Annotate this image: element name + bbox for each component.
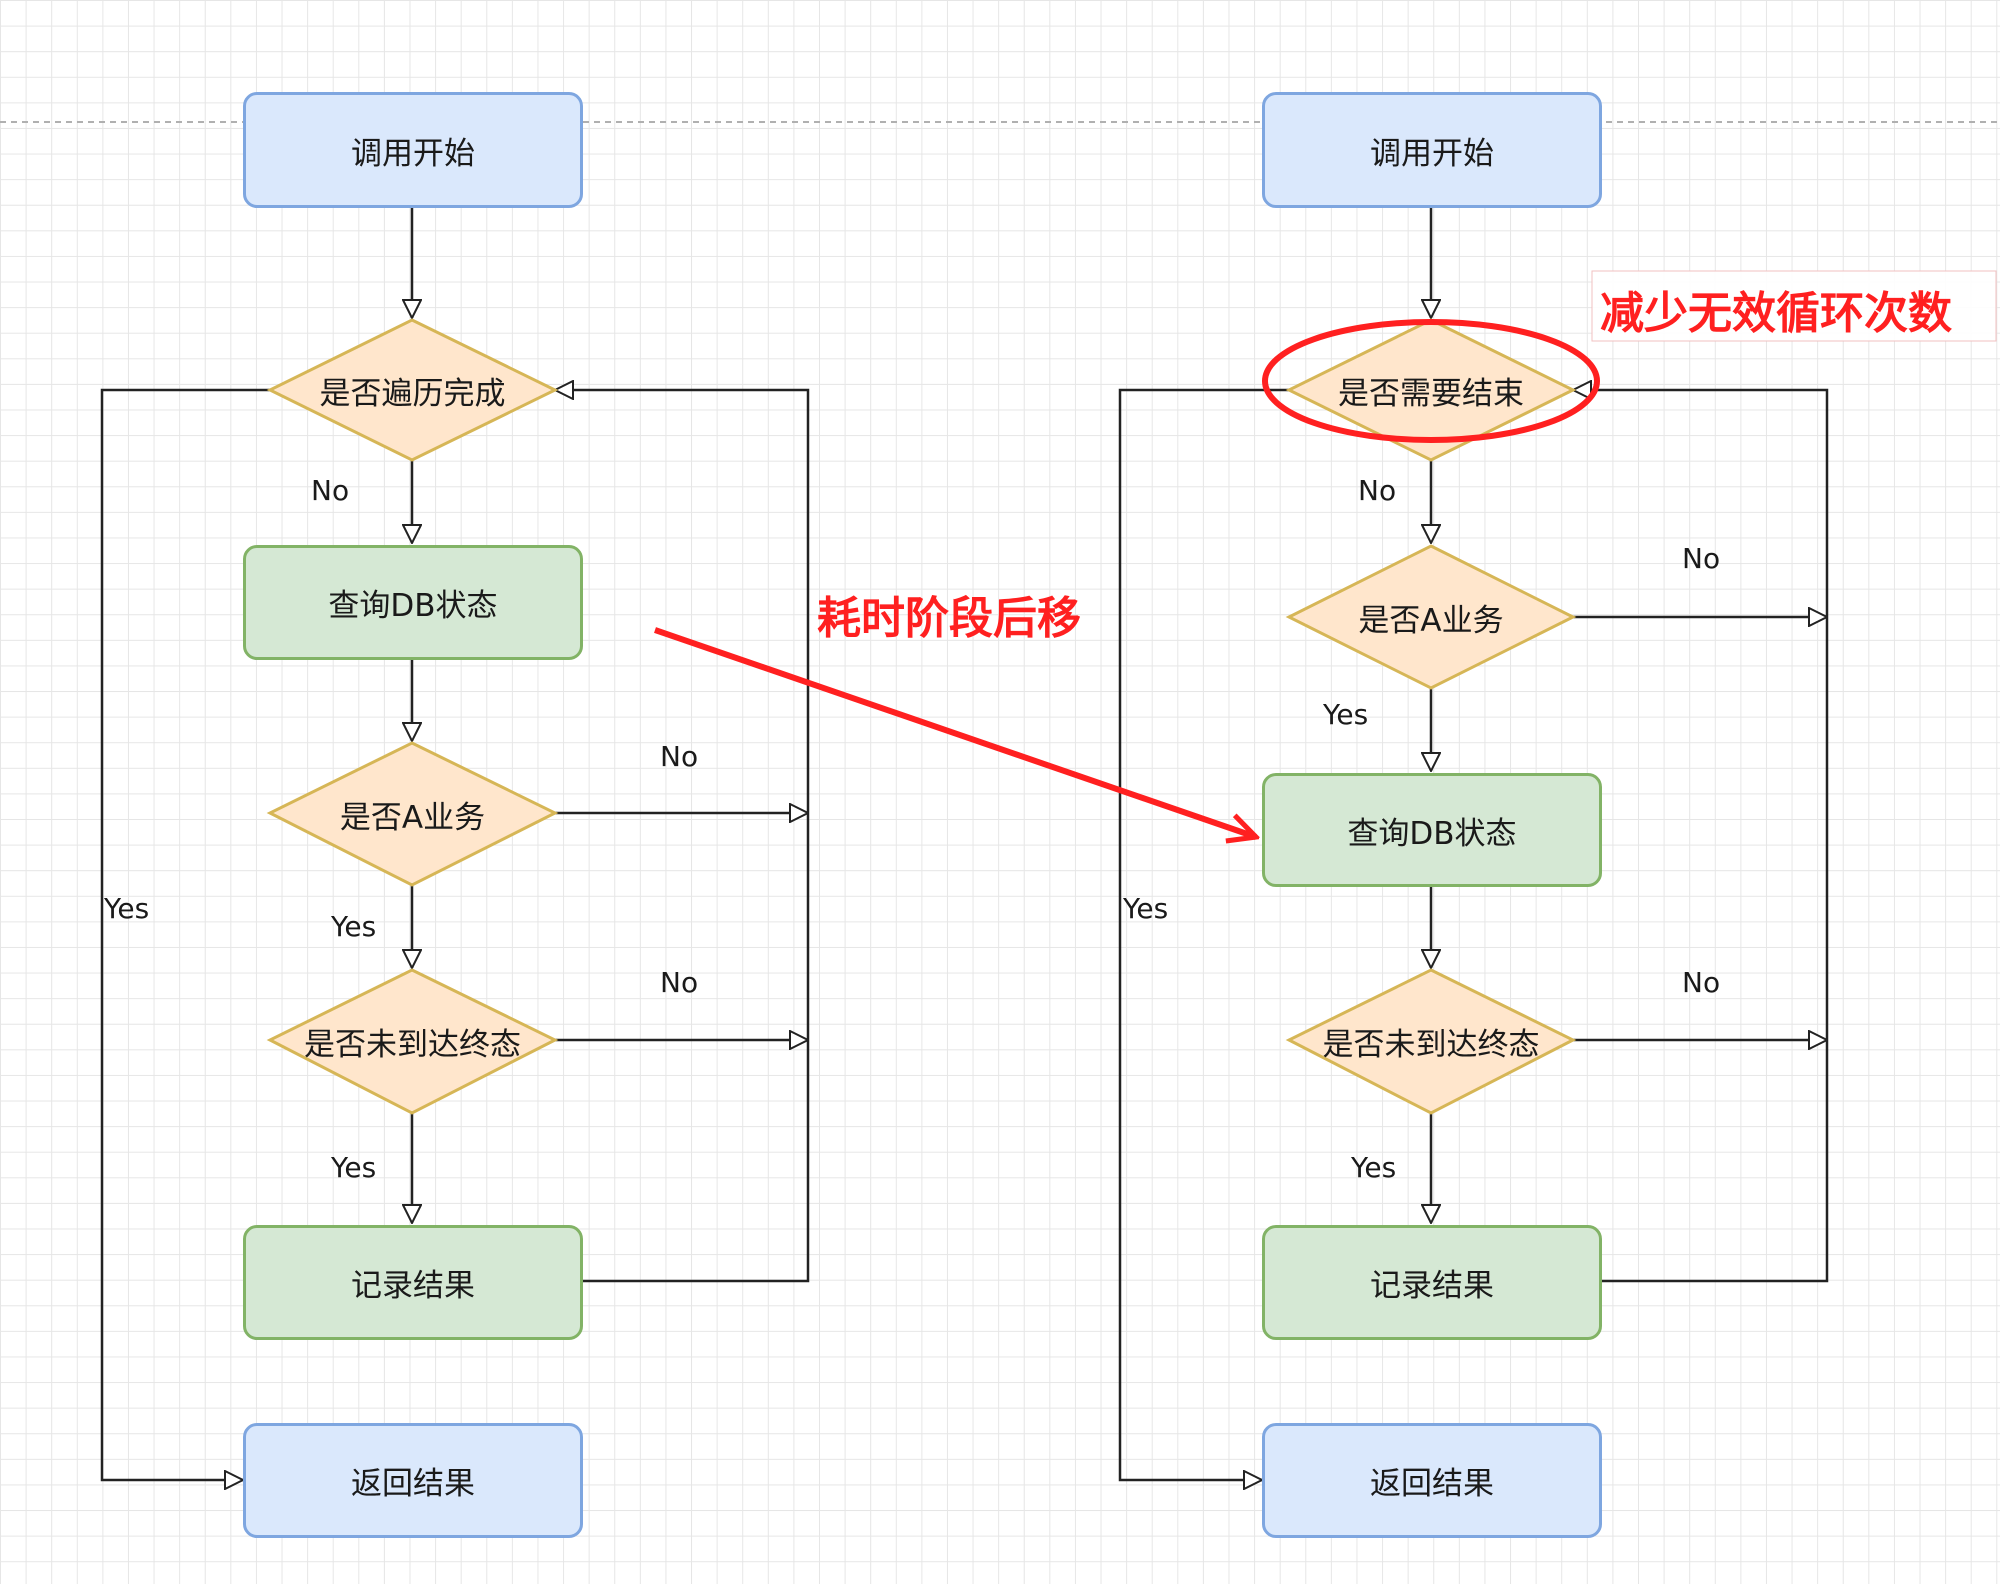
right-decision-end: 是否需要结束 (1289, 320, 1573, 460)
left-decision-done-shape (266, 318, 559, 462)
left-decision-a: 是否A业务 (270, 743, 555, 885)
right-decision-final-label: 是否未到达终态 (1322, 1027, 1540, 1063)
right-query-db-label: 查询DB状态 (1347, 815, 1517, 852)
right-decisions (1285, 318, 1577, 1115)
right-label-no-end: No (1358, 474, 1397, 507)
left-decision-final-label: 是否未到达终态 (304, 1027, 521, 1063)
annotation-reduce-loops: 减少无效循环次数 (1600, 288, 1952, 339)
edge-record-loop (555, 390, 810, 1283)
right-record-label: 记录结果 (1370, 1268, 1494, 1304)
left-return-node: 返回结果 (243, 1423, 583, 1538)
right-start-node: 调用开始 (1262, 92, 1602, 208)
right-decision-a-label: 是否A业务 (1358, 602, 1504, 639)
right-flow (1118, 208, 1829, 1480)
right-label-no-final: No (1682, 966, 1721, 999)
left-decision-a-shape (266, 741, 559, 887)
right-decision-final-shape (1285, 968, 1577, 1115)
right-decision-a: 是否A业务 (1289, 546, 1573, 688)
edge-r-record-loop (1573, 390, 1829, 1283)
right-label-no-a: No (1682, 542, 1721, 575)
right-label-yes-end: Yes (1123, 892, 1169, 925)
highlight-ellipse (1262, 319, 1600, 443)
move-later-arrow (654, 627, 1256, 837)
edge-done-yes (100, 388, 270, 1480)
left-label-yes-done: Yes (104, 892, 150, 925)
right-return-node: 返回结果 (1262, 1423, 1602, 1538)
left-decisions (266, 318, 559, 1115)
right-decision-final: 是否未到达终态 (1289, 970, 1573, 1113)
left-start-node: 调用开始 (243, 92, 583, 208)
right-label-yes-final: Yes (1351, 1151, 1397, 1184)
right-return-label: 返回结果 (1370, 1466, 1494, 1502)
left-query-db-label: 查询DB状态 (328, 588, 498, 624)
left-decision-final: 是否未到达终态 (270, 970, 555, 1113)
annotation-move-later: 耗时阶段后移 (817, 593, 1081, 644)
left-label-no-final: No (660, 966, 699, 999)
left-record-label: 记录结果 (351, 1268, 475, 1304)
left-decision-final-shape (266, 968, 559, 1115)
left-label-yes-a: Yes (331, 910, 377, 943)
right-decision-end-label: 是否需要结束 (1338, 375, 1524, 412)
left-decision-a-label: 是否A业务 (339, 799, 486, 836)
left-start-label: 调用开始 (351, 135, 475, 172)
left-label-no-done: No (311, 474, 350, 507)
right-query-db-node: 查询DB状态 (1262, 773, 1602, 887)
left-decision-done-label: 是否遍历完成 (319, 375, 506, 412)
left-label-yes-final: Yes (331, 1151, 377, 1184)
left-decision-done: 是否遍历完成 (270, 320, 555, 460)
left-record-node: 记录结果 (243, 1225, 583, 1340)
left-query-db-node: 查询DB状态 (243, 545, 583, 660)
right-decision-a-shape (1285, 544, 1577, 690)
left-flow (100, 208, 810, 1480)
left-label-no-a: No (660, 740, 699, 773)
right-label-yes-a: Yes (1323, 698, 1369, 731)
right-decision-end-shape (1285, 318, 1577, 462)
left-return-label: 返回结果 (351, 1466, 475, 1502)
edge-r-end-yes (1118, 388, 1289, 1480)
right-record-node: 记录结果 (1262, 1225, 1602, 1340)
annotation-box (1591, 270, 1997, 342)
right-start-label: 调用开始 (1370, 135, 1494, 172)
